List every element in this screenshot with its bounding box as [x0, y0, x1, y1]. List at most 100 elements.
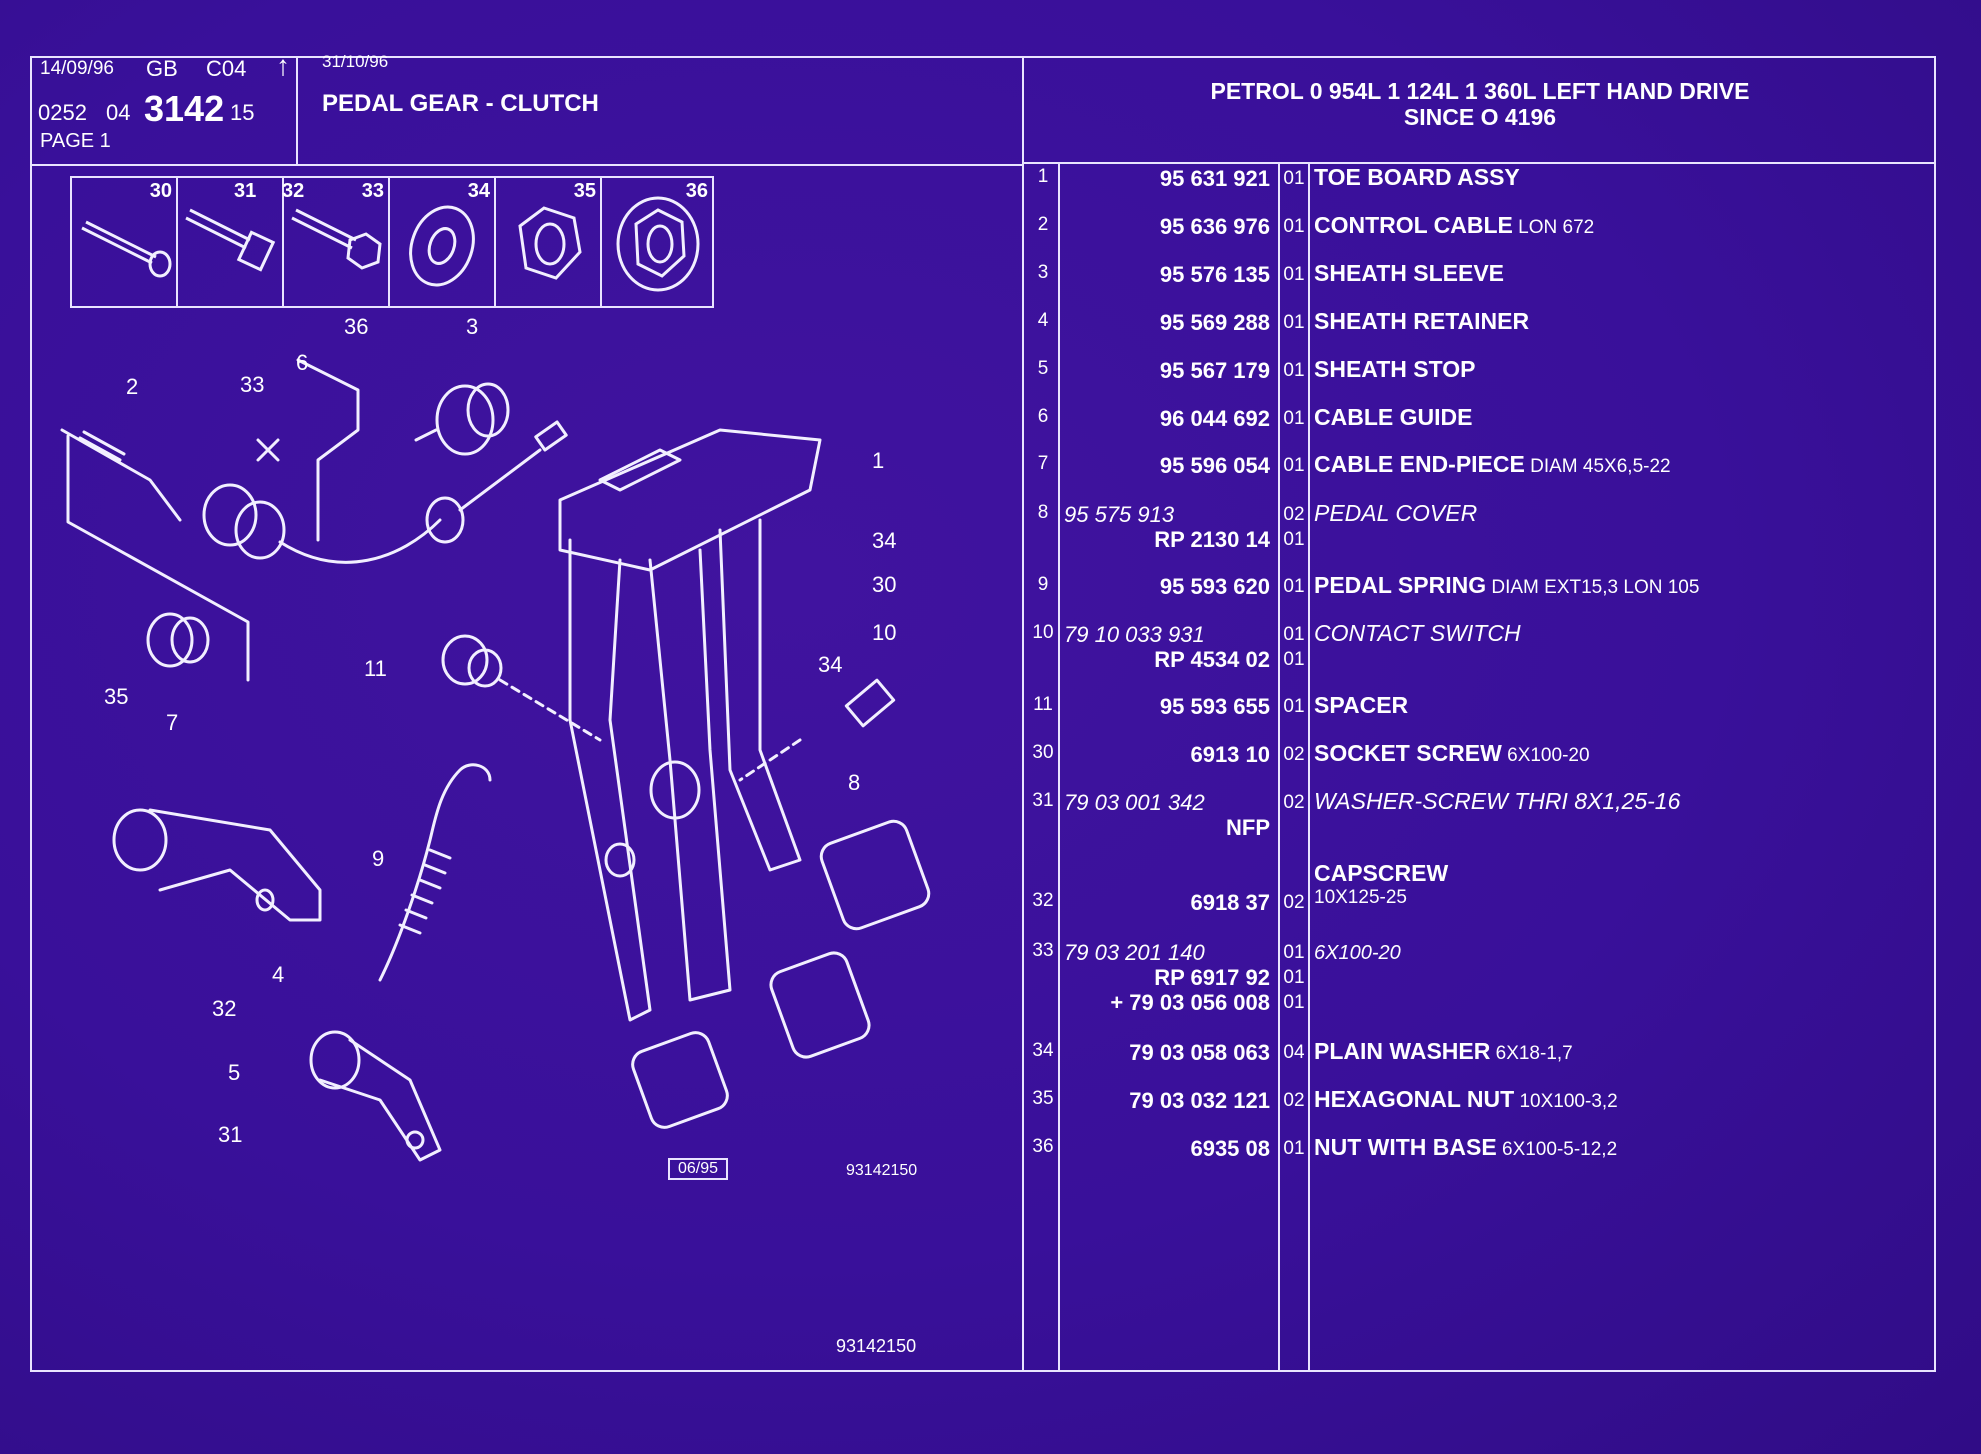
screw-icon [291, 208, 382, 270]
part-reference: 95 596 054 [1159, 453, 1270, 478]
part-spec: 6X100-20 [1501, 745, 1590, 766]
diagram-callout: 8 [848, 770, 861, 795]
part-description-text: PEDAL SPRING [1314, 572, 1487, 598]
part-reference: 6918 37 [1190, 890, 1270, 915]
part-description-text: CONTACT SWITCH [1314, 620, 1521, 646]
diagram-callout: 1 [872, 448, 885, 473]
part-description: SPACER [1314, 692, 1408, 719]
applicability-line-1: PETROL 0 954L 1 124L 1 360L LEFT HAND DR… [1210, 78, 1750, 104]
part-index: 7 [1037, 453, 1049, 474]
part-reference: 95 567 179 [1159, 358, 1270, 383]
part-index: 4 [1037, 310, 1049, 331]
part-description: PLAIN WASHER 6X18-1,7 [1314, 1038, 1573, 1065]
cable-guide-illustration [256, 358, 360, 542]
part-reference: RP 4534 02 [1154, 647, 1270, 672]
header-page: PAGE 1 [40, 130, 111, 152]
part-index: 11 [1033, 694, 1053, 715]
part-quantity: 01 [1283, 408, 1305, 429]
part-quantity: 01 [1283, 576, 1305, 597]
part-reference: 79 03 032 121 [1129, 1088, 1270, 1113]
part-description-text: SHEATH SLEEVE [1314, 260, 1504, 286]
hexagonal-nut-icon [518, 206, 582, 280]
part-index: 8 [1037, 502, 1049, 523]
diagram-callout: 2 [126, 374, 139, 399]
header-code: C04 [206, 56, 247, 81]
sheath-stop-bracket-illustration [309, 1030, 442, 1162]
part-index: 1 [1037, 166, 1049, 187]
part-quantity: 01 [1283, 216, 1305, 237]
part-quantity: 01 [1283, 529, 1305, 550]
outer-frame [30, 56, 1936, 1372]
header-vertical-divider [296, 56, 298, 164]
part-index: 36 [1032, 1136, 1054, 1157]
part-spec: DIAM EXT15,3 LON 105 [1486, 577, 1700, 598]
diagram-callout: 32 [212, 996, 237, 1021]
part-quantity: 01 [1283, 624, 1305, 645]
part-reference: 95 569 288 [1159, 310, 1270, 335]
part-reference: RP 2130 14 [1154, 527, 1270, 552]
part-quantity: 02 [1283, 744, 1305, 765]
diagram-callout: 30 [872, 572, 897, 597]
part-description-text: HEXAGONAL NUT [1314, 1086, 1515, 1112]
part-description-text: CABLE GUIDE [1314, 404, 1473, 430]
exploded-diagram [60, 358, 931, 1162]
thumbnail-cell: 30 [72, 178, 178, 306]
part-reference: 79 03 201 140 [1064, 940, 1205, 965]
page-title: PEDAL GEAR - CLUTCH [322, 90, 599, 117]
header-date2: 31/10/96 [322, 52, 389, 71]
part-index: 34 [1032, 1040, 1054, 1061]
part-index: 33 [1032, 940, 1054, 961]
part-index: 9 [1037, 574, 1049, 595]
socket-screw-icon [81, 220, 172, 278]
diagram-callout: 36 [344, 314, 369, 339]
part-description-text: PLAIN WASHER [1314, 1038, 1491, 1064]
part-spec: 10X100-3,2 [1514, 1091, 1618, 1112]
header-ref-prefix: 0252 [38, 100, 87, 125]
part-description-text: CABLE END-PIECE [1314, 451, 1525, 477]
part-description: SOCKET SCREW 6X100-20 [1314, 740, 1590, 767]
diagram-callout: 3 [466, 314, 479, 339]
part-reference: + 79 03 056 008 [1110, 990, 1270, 1015]
diagram-callout: 34 [872, 528, 897, 553]
part-description: NUT WITH BASE 6X100-5-12,2 [1314, 1134, 1617, 1161]
sheath-retainer-illustration [112, 808, 322, 922]
part-description: SHEATH STOP [1314, 356, 1475, 383]
thumbnail-number: 31 [234, 180, 257, 202]
part-description-text: SHEATH RETAINER [1314, 308, 1530, 334]
header-date: 14/09/96 [40, 58, 114, 79]
part-spec: DIAM 45X6,5-22 [1524, 456, 1671, 477]
thumbnail-cell: 34 [390, 178, 496, 306]
header-ref-suffix: 15 [230, 100, 255, 125]
part-description: SHEATH SLEEVE [1314, 260, 1504, 287]
part-reference: 95 631 921 [1159, 166, 1270, 191]
part-quantity: 01 [1283, 967, 1305, 988]
pedal-spring-illustration [378, 763, 492, 982]
up-arrow-icon: ↑ [276, 50, 290, 81]
part-description: CABLE END-PIECE DIAM 45X6,5-22 [1314, 451, 1671, 478]
diagram-callout: 7 [166, 710, 179, 735]
applicability-line-2: SINCE O 4196 [1403, 104, 1557, 130]
drawing-date-stamp: 06/95 [668, 1158, 729, 1180]
part-spec: LON 672 [1512, 217, 1595, 238]
drawing-ref-bottom: 93142150 [836, 1336, 917, 1356]
header-lang: GB [146, 56, 178, 81]
diagram-callout: 9 [372, 846, 385, 871]
part-description: PEDAL SPRING DIAM EXT15,3 LON 105 [1314, 572, 1699, 599]
pedal-pads-illustration [631, 819, 931, 1129]
part-index: 31 [1032, 790, 1054, 811]
part-description: WASHER-SCREW THRI 8X1,25-16 [1314, 788, 1680, 815]
header-divider-right [1024, 162, 1936, 164]
part-description: CONTACT SWITCH [1314, 620, 1521, 647]
part-quantity: 01 [1283, 649, 1305, 670]
thumbnail-number: 34 [467, 180, 490, 202]
part-quantity: 01 [1283, 1138, 1305, 1159]
part-reference: RP 6917 92 [1154, 965, 1270, 990]
washer-screw-icon [185, 208, 276, 272]
part-description: HEXAGONAL NUT 10X100-3,2 [1314, 1086, 1618, 1113]
part-index: 10 [1032, 622, 1054, 643]
part-description-text: SOCKET SCREW [1314, 740, 1502, 766]
part-reference: 96 044 692 [1159, 406, 1270, 431]
